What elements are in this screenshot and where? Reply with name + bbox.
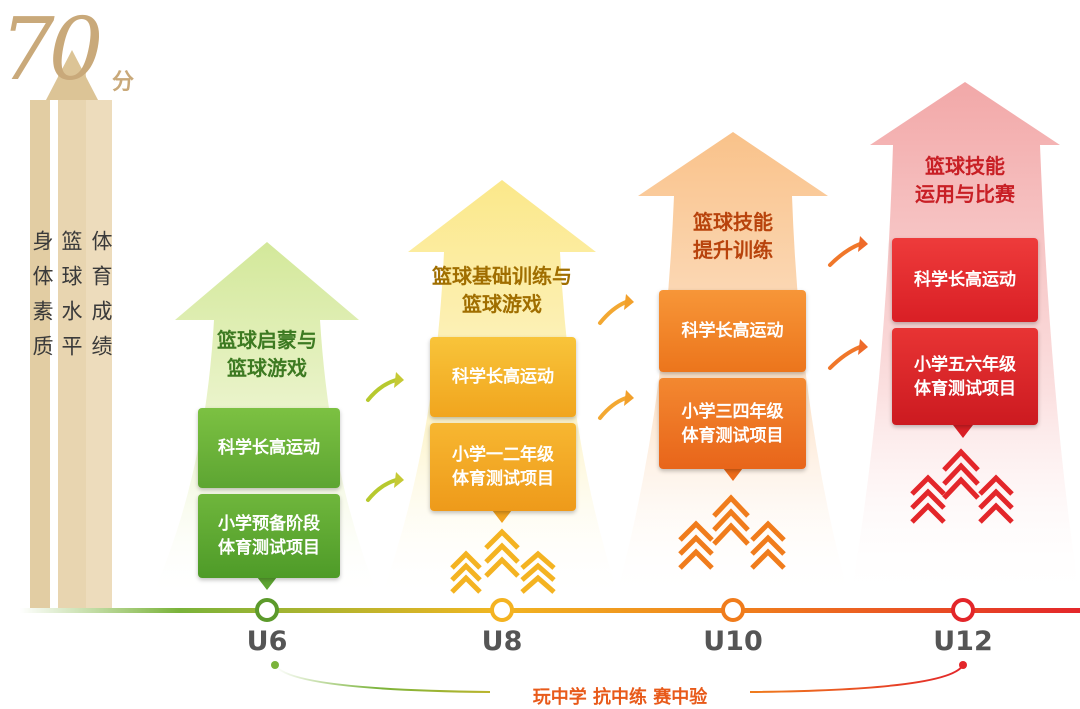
pointer-u10 (723, 468, 743, 481)
pointer-u12 (953, 425, 973, 438)
stage-label-u10: U10 (703, 626, 763, 657)
chevron-stack-u8 (450, 528, 556, 594)
box-u12-test: 小学五六年级 体育测试项目 (892, 328, 1038, 425)
logo-unit: 分 (112, 70, 135, 95)
stage-title-u12: 篮球技能 运用与比赛 (915, 154, 1015, 206)
pointer-u8 (492, 510, 512, 523)
stage-title-u10: 篮球技能 提升训练 (693, 210, 773, 262)
timeline-nodes (255, 598, 975, 622)
timeline-line (20, 608, 1080, 613)
chevron-stack-u12 (910, 448, 1014, 524)
axis-basketball-level: 篮球水平 (59, 230, 83, 370)
box-u8-growth: 科学长高运动 (430, 337, 576, 417)
box-u10-growth: 科学长高运动 (659, 290, 806, 372)
slogan-bracket (274, 664, 964, 693)
bottom-slogan: 玩中学 抗中练 赛中验 (490, 683, 750, 709)
pointer-u6 (257, 577, 277, 590)
box-u8-test: 小学一二年级 体育测试项目 (430, 423, 576, 511)
chevron-stack-u10 (678, 494, 786, 570)
connector-arrows (366, 236, 868, 502)
axis-physical-quality: 身体素质 (30, 230, 54, 370)
box-u6-test: 小学预备阶段 体育测试项目 (198, 494, 340, 578)
stage-label-u6: U6 (246, 626, 288, 657)
box-u10-test: 小学三四年级 体育测试项目 (659, 378, 806, 469)
logo-number: 70 (0, 0, 103, 100)
box-u6-growth: 科学长高运动 (198, 408, 340, 488)
stage-title-u8: 篮球基础训练与 篮球游戏 (432, 264, 572, 316)
stage-label-u8: U8 (481, 626, 523, 657)
stage-label-u12: U12 (933, 626, 993, 657)
box-u12-growth: 科学长高运动 (892, 238, 1038, 322)
stage-title-u6: 篮球启蒙与 篮球游戏 (217, 328, 317, 380)
axis-pe-score: 体育成绩 (89, 230, 113, 370)
left-axis-arrows (30, 50, 112, 610)
